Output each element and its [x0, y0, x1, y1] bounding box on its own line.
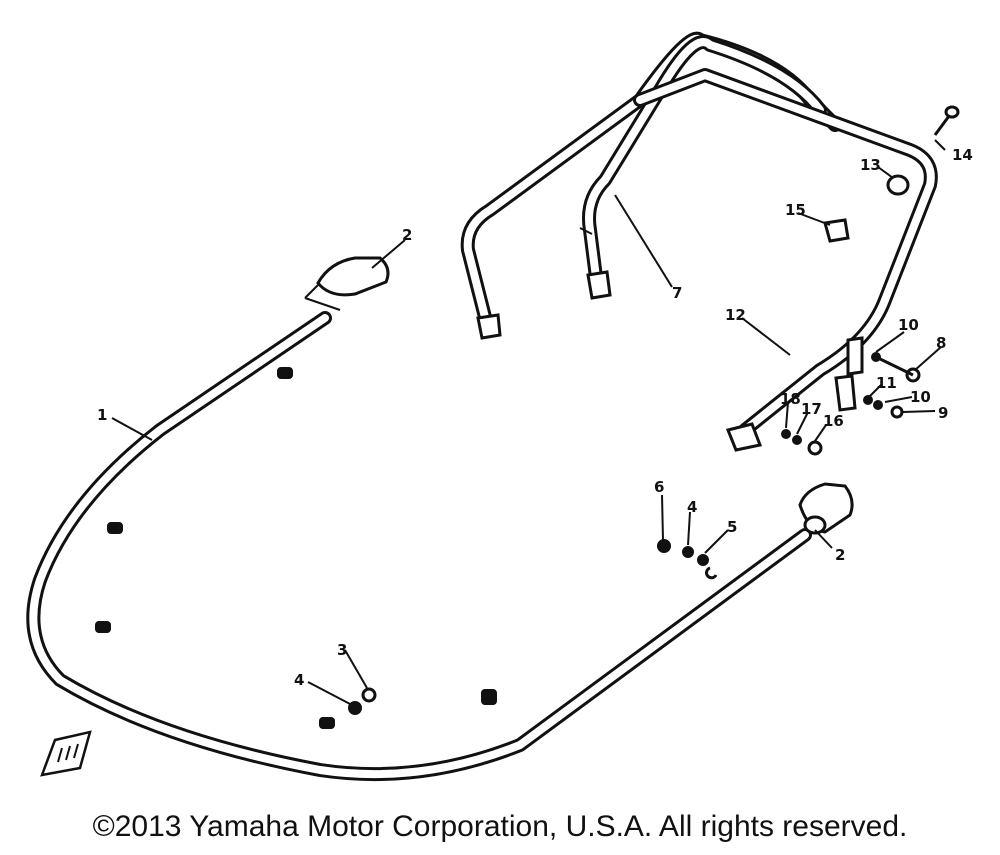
grab-bar [633, 68, 938, 452]
callout-18: 18 [780, 390, 801, 408]
handle-bar [460, 31, 842, 340]
callout-1: 1 [97, 406, 107, 424]
parts-diagram: 1 2 2 3 4 4 5 6 7 8 9 10 10 11 12 13 14 … [26, 31, 973, 782]
callout-4-upper: 4 [687, 498, 697, 516]
callout-labels: 1 2 2 3 4 4 5 6 7 8 9 10 10 11 12 13 14 … [97, 146, 973, 689]
bumper-studs [95, 367, 497, 729]
callout-2-top: 2 [402, 226, 412, 244]
callout-6: 6 [654, 478, 664, 496]
callout-11: 11 [876, 374, 897, 392]
callout-10-lower: 10 [910, 388, 931, 406]
copyright-notice: ©2013 Yamaha Motor Corporation, U.S.A. A… [92, 810, 908, 843]
end-cap-top [304, 256, 390, 311]
callout-8: 8 [936, 334, 946, 352]
callout-16: 16 [823, 412, 844, 430]
callout-15: 15 [785, 201, 806, 219]
callout-4-lower: 4 [294, 671, 304, 689]
callout-2-right: 2 [835, 546, 845, 564]
callout-12: 12 [725, 306, 746, 324]
callout-3: 3 [337, 641, 347, 659]
callout-10-upper: 10 [898, 316, 919, 334]
callout-17: 17 [801, 400, 822, 418]
callout-9: 9 [938, 404, 948, 422]
callout-13: 13 [860, 156, 881, 174]
leader-lines [111, 139, 946, 706]
front-direction-tag [40, 730, 92, 777]
hardware-bolts [348, 105, 960, 715]
bumper-frame [26, 311, 812, 782]
callout-5: 5 [727, 518, 737, 536]
callout-7: 7 [672, 284, 682, 302]
callout-14: 14 [952, 146, 973, 164]
end-cap-right [798, 482, 854, 535]
